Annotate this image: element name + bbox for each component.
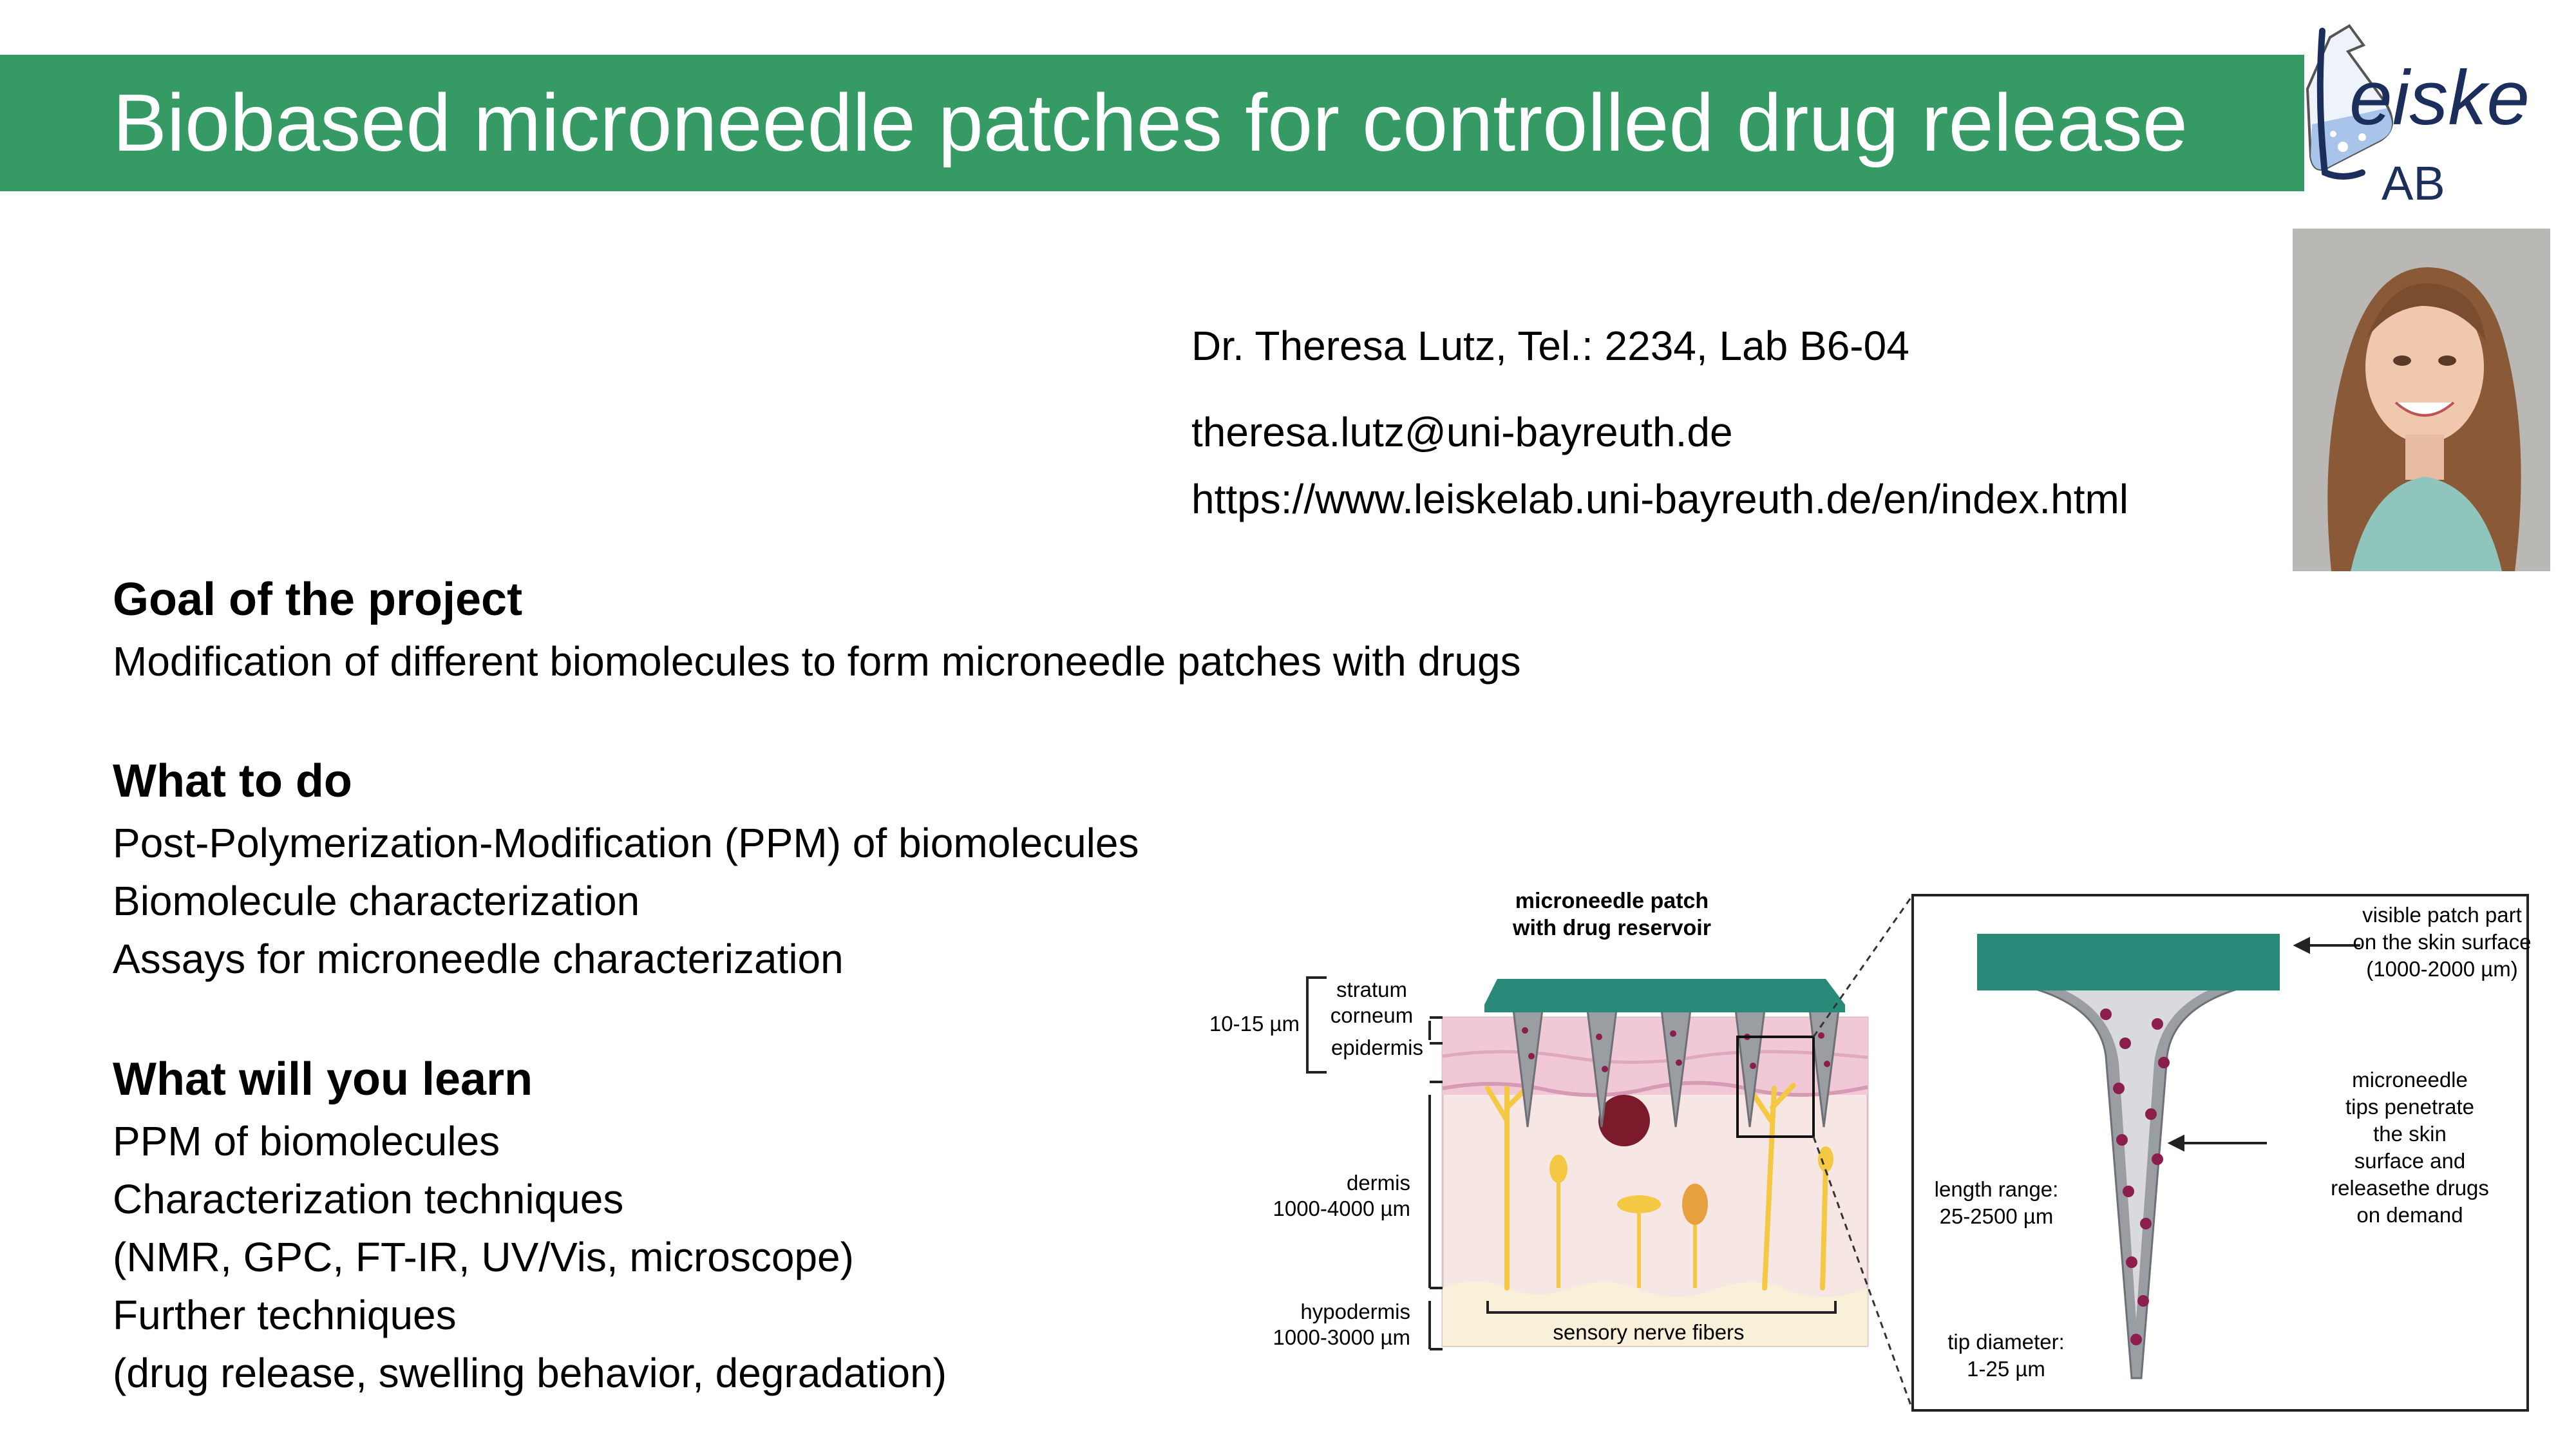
- portrait-photo: [2293, 229, 2550, 571]
- length-label: 25-2500 µm: [1940, 1204, 2054, 1228]
- nerves-label: sensory nerve fibers: [1553, 1320, 1744, 1344]
- patch-title-line: microneedle patch: [1515, 889, 1709, 913]
- tips-label: microneedle: [2352, 1068, 2468, 1092]
- epidermis-layer: [1443, 1018, 1868, 1095]
- todo-line: Post-Polymerization-Modification (PPM) o…: [113, 820, 1139, 866]
- learn-line: (NMR, GPC, FT-IR, UV/Vis, microscope): [113, 1234, 854, 1280]
- length-label: length range:: [1935, 1177, 2059, 1201]
- tip-diameter-label: tip diameter:: [1947, 1330, 2065, 1354]
- tips-label: releasethe drugs: [2331, 1176, 2489, 1200]
- page-title: Biobased microneedle patches for control…: [113, 77, 2188, 168]
- zoom-box: [1736, 1036, 1815, 1138]
- visible-part-label: (1000-2000 µm): [2366, 957, 2517, 981]
- dermis-label: dermis: [1347, 1171, 1410, 1195]
- hypodermis-label: hypodermis: [1300, 1300, 1410, 1323]
- visible-part-label: on the skin surface: [2353, 930, 2532, 954]
- title-bar: [0, 55, 2304, 191]
- logo-subtext: AB: [2382, 156, 2445, 205]
- section-learn-heading: What will you learn: [113, 1054, 533, 1105]
- stratum-thickness-label: 10-15 µm: [1209, 1012, 1300, 1036]
- contact-email[interactable]: theresa.lutz@uni-bayreuth.de: [1191, 409, 1733, 455]
- patch-backing: [1484, 979, 1845, 1012]
- goal-line: Modification of different biomolecules t…: [113, 638, 1521, 685]
- visible-part-label: visible patch part: [2362, 903, 2522, 927]
- zoomed-patch-backing: [1977, 934, 2280, 990]
- learn-line: Further techniques: [113, 1292, 457, 1338]
- stratum-label: corneum: [1331, 1003, 1413, 1027]
- tip-diameter-label: 1-25 µm: [1967, 1357, 2045, 1381]
- tips-label: on demand: [2356, 1203, 2463, 1227]
- contact-url[interactable]: https://www.leiskelab.uni-bayreuth.de/en…: [1191, 476, 2128, 522]
- nerve-fibers: [1485, 1083, 1828, 1291]
- learn-line: PPM of biomolecules: [113, 1118, 500, 1164]
- tips-label: tips penetrate: [2345, 1095, 2474, 1119]
- tips-label: the skin: [2373, 1122, 2447, 1146]
- stratum-label: stratum: [1336, 978, 1407, 1001]
- dermis-label: 1000-4000 µm: [1273, 1197, 1411, 1220]
- microneedle-diagram: microneedle patch with drug reservoir st…: [1209, 889, 2532, 1412]
- epidermis-label: epidermis: [1331, 1036, 1423, 1059]
- hypodermis-label: 1000-3000 µm: [1273, 1325, 1411, 1349]
- todo-line: Assays for microneedle characterization: [113, 936, 844, 982]
- contact-name-line: Dr. Theresa Lutz, Tel.: 2234, Lab B6-04: [1191, 323, 1909, 369]
- section-todo-heading: What to do: [113, 755, 352, 807]
- todo-line: Biomolecule characterization: [113, 878, 640, 924]
- learn-line: Characterization techniques: [113, 1176, 624, 1222]
- section-goal-heading: Goal of the project: [113, 574, 523, 625]
- blood-clot: [1598, 1095, 1650, 1146]
- patch-title-line: with drug reservoir: [1512, 916, 1711, 940]
- learn-line: (drug release, swelling behavior, degrad…: [113, 1350, 947, 1396]
- leiske-lab-logo: eiske AB: [2306, 24, 2530, 205]
- logo-text: eiske: [2349, 55, 2530, 141]
- tips-label: surface and: [2354, 1149, 2465, 1173]
